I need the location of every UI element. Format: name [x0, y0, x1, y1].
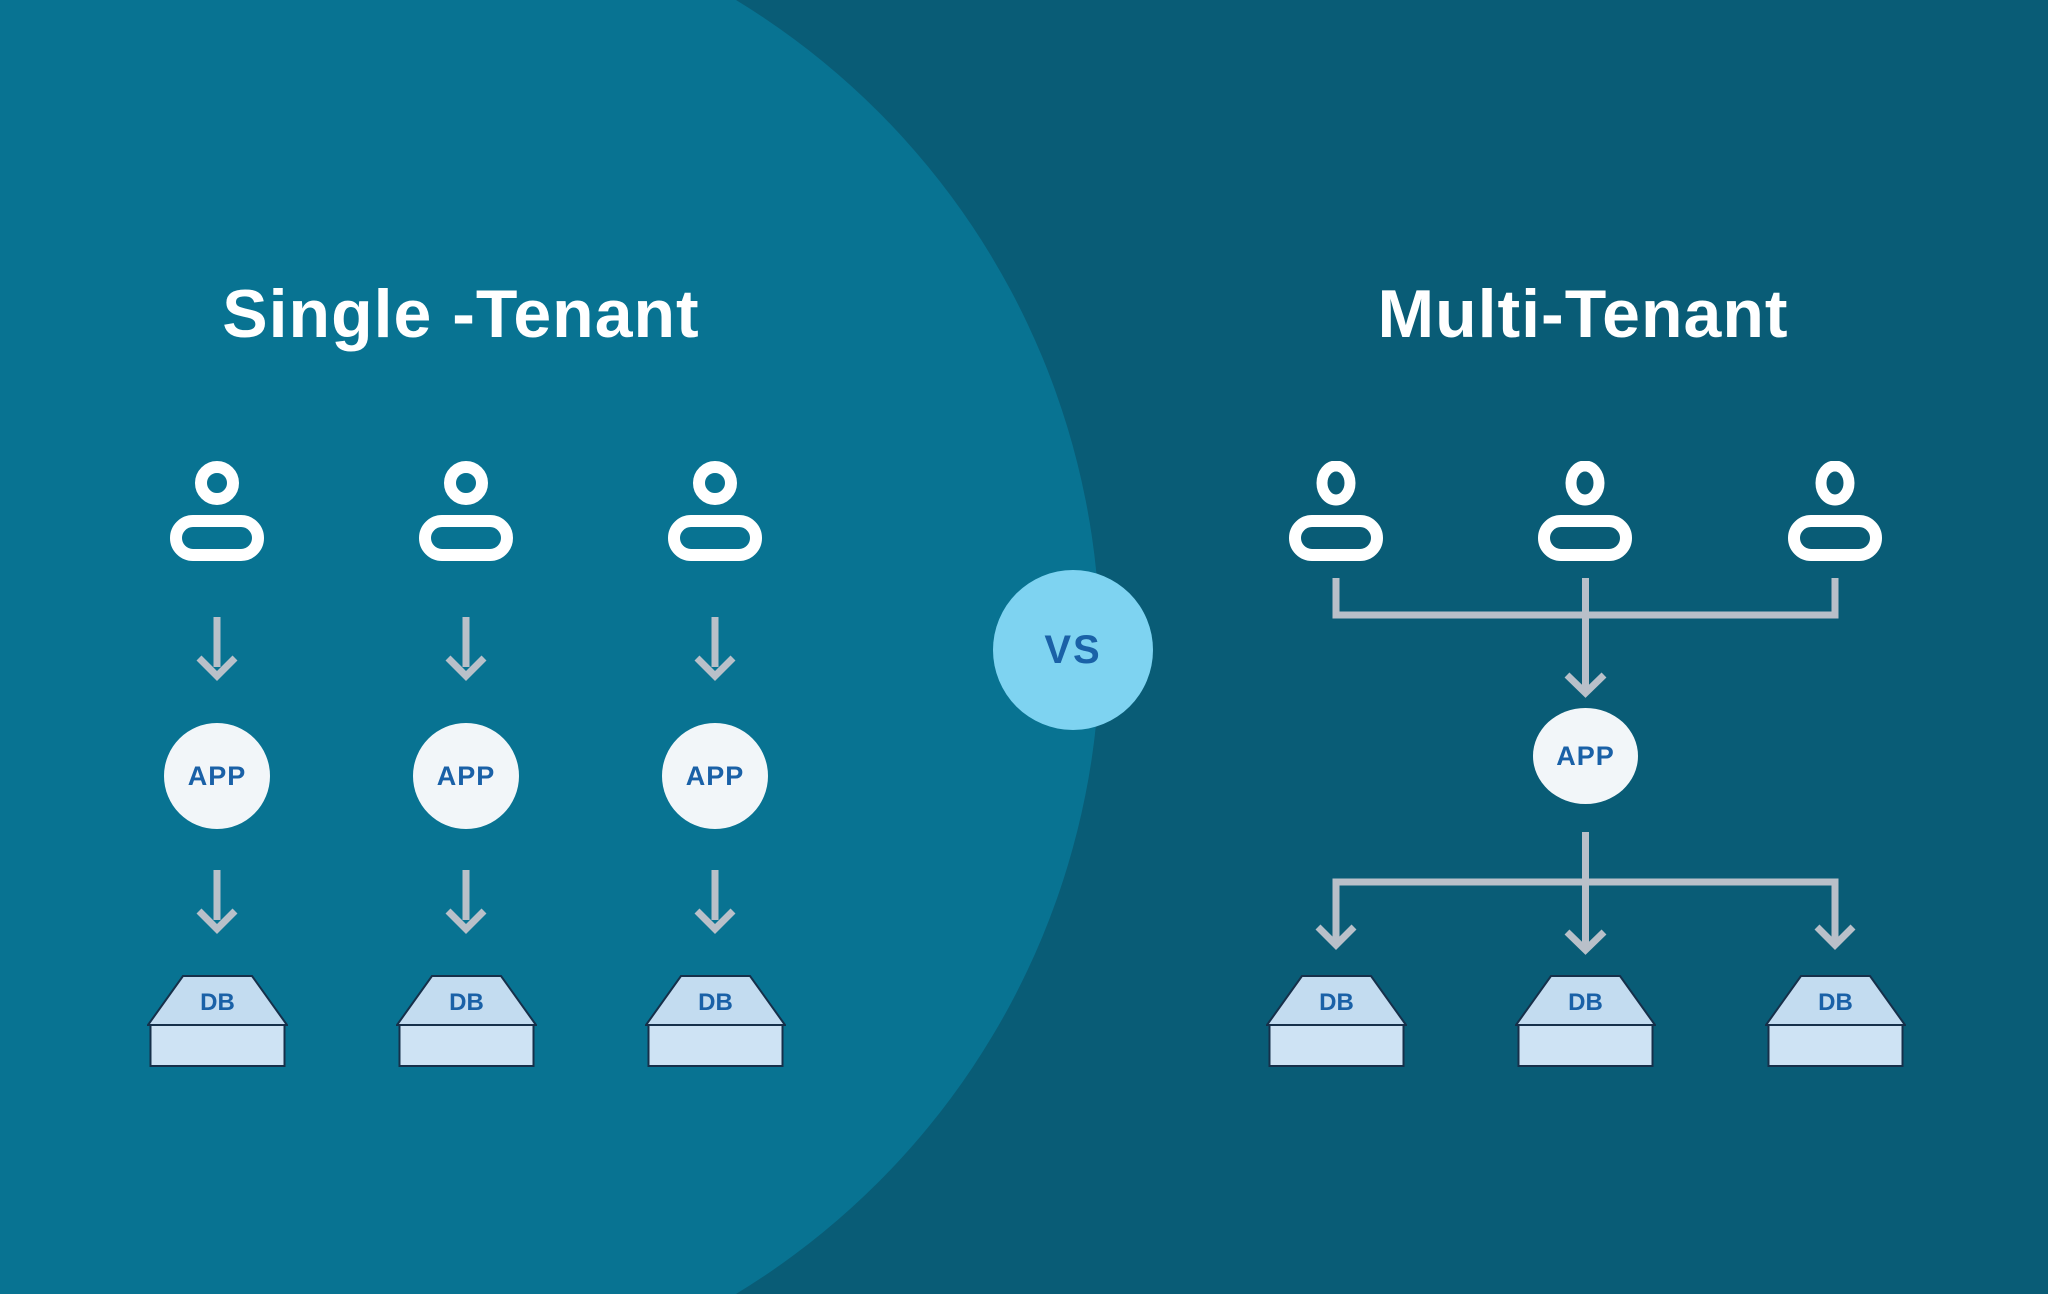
vs-label: VS — [1044, 627, 1102, 672]
user-icon — [1788, 461, 1882, 561]
app-label: APP — [1556, 740, 1615, 771]
app-node: APP — [413, 723, 519, 829]
database-node: DB — [1266, 975, 1407, 1067]
app-label: APP — [685, 760, 745, 791]
arrow-down-icon — [445, 617, 487, 681]
arrow-down-icon — [445, 870, 487, 934]
vs-badge: VS — [993, 570, 1153, 730]
background-circle — [0, 0, 1100, 1294]
user-icon — [1538, 461, 1632, 561]
database-node: DB — [1515, 975, 1656, 1067]
user-icon — [1289, 461, 1383, 561]
db-label: DB — [200, 989, 235, 1016]
arrow-down-icon — [196, 870, 238, 934]
db-label: DB — [1818, 989, 1853, 1016]
app-node: APP — [1533, 708, 1638, 804]
database-node: DB — [396, 975, 537, 1067]
app-node: APP — [662, 723, 768, 829]
app-label: APP — [436, 760, 496, 791]
app-label: APP — [187, 760, 247, 791]
database-node: DB — [147, 975, 288, 1067]
single-tenant-title: Single -Tenant — [222, 275, 700, 352]
db-label: DB — [698, 989, 733, 1016]
db-label: DB — [449, 989, 484, 1016]
app-to-dbs-connector — [1315, 832, 1856, 955]
arrow-down-icon — [196, 617, 238, 681]
app-node: APP — [164, 723, 270, 829]
arrow-down-icon — [694, 617, 736, 681]
user-icon — [668, 461, 762, 561]
users-to-app-connector — [1332, 578, 1839, 698]
arrow-down-icon — [694, 870, 736, 934]
db-label: DB — [1319, 989, 1354, 1016]
multi-tenant-title: Multi-Tenant — [1377, 275, 1789, 352]
user-icon — [170, 461, 264, 561]
user-icon — [419, 461, 513, 561]
database-node: DB — [1765, 975, 1906, 1067]
db-label: DB — [1568, 989, 1603, 1016]
database-node: DB — [645, 975, 786, 1067]
